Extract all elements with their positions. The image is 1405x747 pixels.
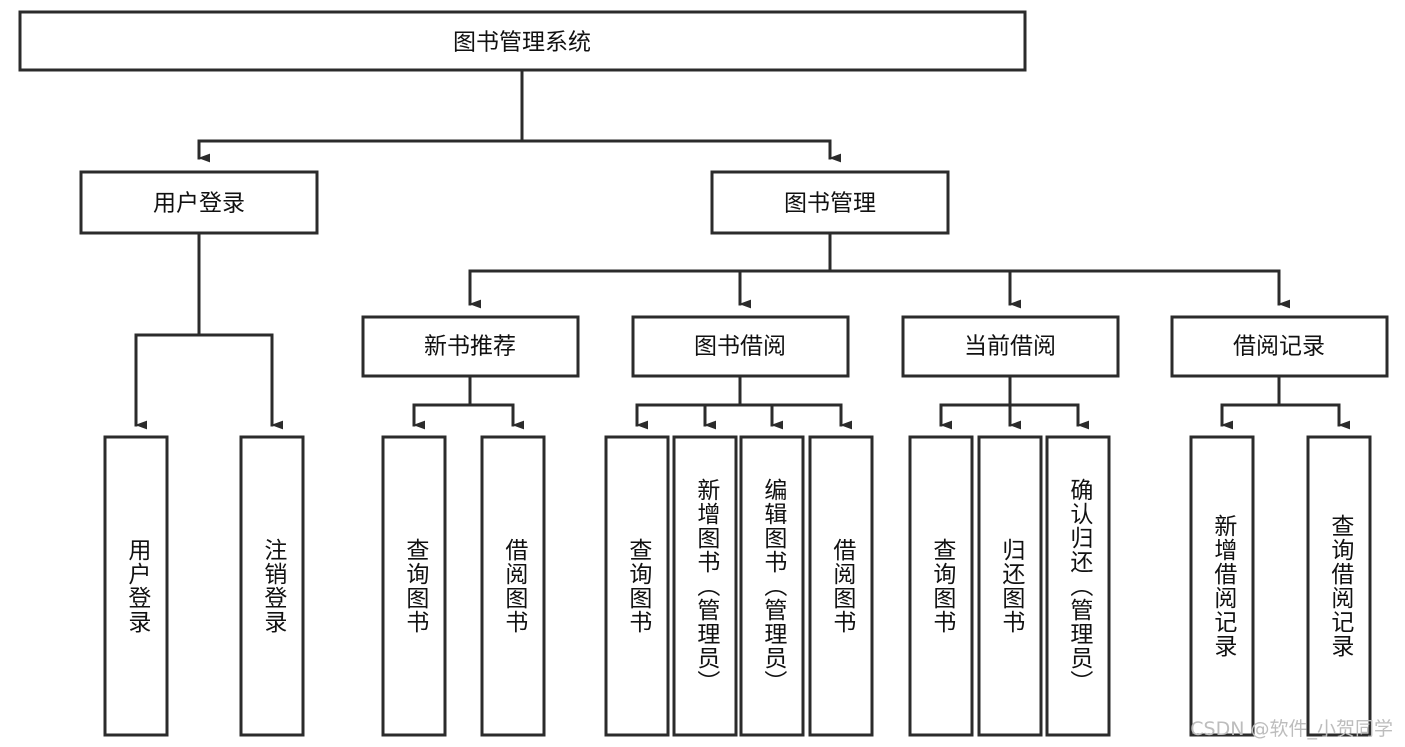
leaf-box	[604, 435, 670, 737]
node-borrow-record[interactable]: 借阅记录	[1170, 315, 1389, 378]
node-user-login[interactable]: 用户登录	[79, 170, 319, 235]
leaf-box	[808, 435, 874, 737]
leaf-box	[908, 435, 974, 737]
connector-bookborrow-to-leaves	[635, 374, 852, 430]
connector-bookmgmt-to-level3	[468, 231, 1290, 309]
node-book-borrow-label: 图书借阅	[694, 334, 786, 360]
node-root-label: 图书管理系统	[453, 30, 591, 56]
node-root-book-management-system[interactable]: 图书管理系统	[18, 10, 1027, 72]
node-book-management-label: 图书管理	[784, 191, 876, 217]
leaf-box	[739, 435, 805, 737]
connector-newbook-to-leaves	[412, 374, 524, 430]
leaf-box	[1306, 435, 1372, 737]
connector-userlogin-to-leaves	[134, 231, 283, 430]
node-new-book-recommend-label: 新书推荐	[424, 334, 516, 360]
node-user-login-label: 用户登录	[153, 191, 245, 217]
node-current-borrow-label: 当前借阅	[964, 334, 1056, 360]
leaf-box	[977, 435, 1043, 737]
node-borrow-record-label: 借阅记录	[1233, 334, 1325, 360]
leaf-boxes	[103, 435, 1372, 737]
node-book-management[interactable]: 图书管理	[710, 170, 950, 235]
leaf-box	[1045, 435, 1111, 737]
leaf-box	[1189, 435, 1255, 737]
node-book-borrow[interactable]: 图书借阅	[631, 315, 850, 378]
leaf-box	[103, 435, 169, 737]
connector-currentborrow-to-leaves	[939, 374, 1089, 430]
connector-root-to-level2	[197, 68, 841, 163]
leaf-box	[381, 435, 447, 737]
node-current-borrow[interactable]: 当前借阅	[901, 315, 1120, 378]
leaf-box	[480, 435, 546, 737]
connector-borrowrecord-to-leaves	[1220, 374, 1350, 430]
leaf-box	[672, 435, 738, 737]
leaf-box	[239, 435, 305, 737]
node-new-book-recommend[interactable]: 新书推荐	[361, 315, 580, 378]
